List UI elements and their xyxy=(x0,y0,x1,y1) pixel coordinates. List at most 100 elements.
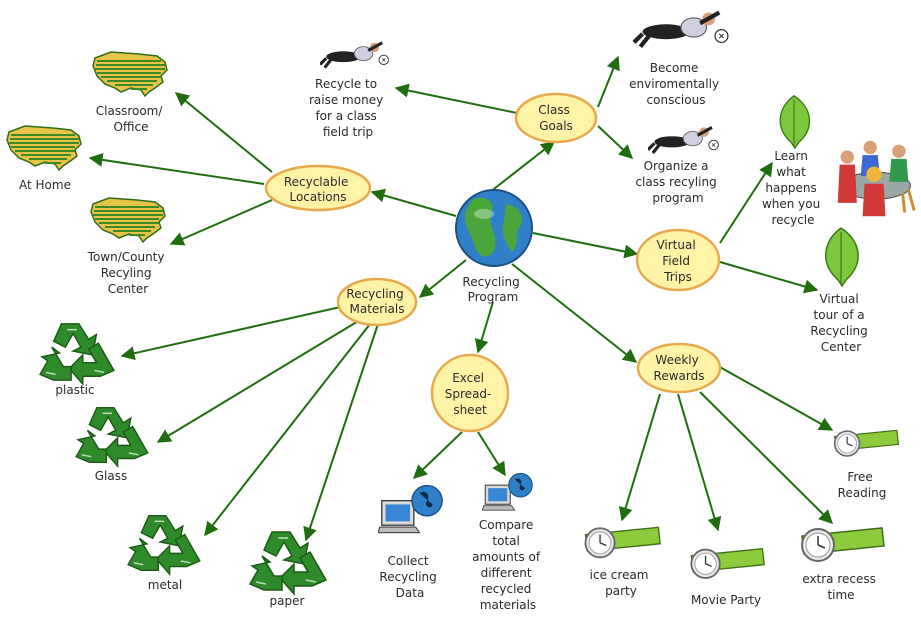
edge-trips-to-tour xyxy=(719,261,819,294)
oval-line: Materials xyxy=(349,302,404,316)
oval-line: Recycling xyxy=(346,287,403,301)
label-line: Recycling xyxy=(810,324,867,338)
svg-text:Excel Spread-: Excel Spread- sheet xyxy=(445,371,495,417)
label-line: Free xyxy=(847,470,872,484)
edge-class-goals-to-become-conscious xyxy=(597,55,620,108)
label-line: field trip xyxy=(323,125,373,139)
computer-globe-icon xyxy=(378,484,443,534)
label-line: materials xyxy=(480,598,536,612)
oval-line: Locations xyxy=(289,190,346,204)
label-line: paper xyxy=(270,594,305,608)
label-raise-money: Recycle to raise money for a class field… xyxy=(309,77,387,139)
edge-materials-to-plastic xyxy=(120,305,346,361)
goalkeeper-icon xyxy=(320,41,390,70)
recycle-icon xyxy=(249,531,327,595)
oval-line: sheet xyxy=(453,403,487,417)
edge-rewards-to-free-reading xyxy=(717,365,834,431)
oval-recycling-materials: Recycling Materials xyxy=(336,277,418,327)
svg-text:Weekly Rewards: Weekly Rewards xyxy=(654,353,705,383)
usa-map-icon xyxy=(5,124,83,172)
label-line: recycle xyxy=(771,213,814,227)
oval-recyclable-locations: Recyclable Locations xyxy=(264,164,372,212)
computer-globe-icon xyxy=(481,472,533,511)
wristwatch-icon xyxy=(833,429,900,458)
svg-text:Recyclable Locations: Recyclable Locations xyxy=(284,175,352,204)
oval-excel-spreadsheet: Excel Spread- sheet xyxy=(430,353,510,433)
label-line: Become xyxy=(650,61,699,75)
edge-locations-to-home xyxy=(88,152,265,185)
edges xyxy=(88,55,834,542)
label-line: tour of a xyxy=(814,308,865,322)
svg-text:Virtual Field: Virtual Field Trips xyxy=(656,238,699,284)
label-become-conscious: Become enviromentally conscious xyxy=(629,61,723,107)
oval-line: Virtual xyxy=(656,238,695,252)
edge-class-goals-to-raise-money xyxy=(394,83,518,114)
edge-center-to-virtual-trips xyxy=(532,232,639,259)
label-line: recycled xyxy=(481,582,532,596)
label-line: ice cream xyxy=(590,568,649,582)
leaf-icon xyxy=(779,95,811,149)
svg-text:Class Goals: Class Goals xyxy=(538,103,573,133)
edge-materials-to-glass xyxy=(156,319,361,443)
svg-text:Recycling Materials: Recycling Materials xyxy=(346,287,407,316)
oval-line: Rewards xyxy=(654,369,705,383)
label-line: Glass xyxy=(95,469,128,483)
label-virtual-tour: Virtual tour of a Recycling Center xyxy=(810,292,871,354)
label-line: when you xyxy=(762,197,820,211)
oval-weekly-rewards: Weekly Rewards xyxy=(636,342,722,394)
label-line: Classroom/ xyxy=(96,104,164,118)
edge-materials-to-paper xyxy=(303,323,379,542)
usa-map-icon xyxy=(91,50,169,98)
label-line: for a class xyxy=(315,109,376,123)
label-line: raise money xyxy=(309,93,383,107)
label-organize-program: Organize a class recyling program xyxy=(635,159,720,205)
label-at-home: At Home xyxy=(19,178,71,192)
label-line: Recyling xyxy=(101,266,152,280)
edge-locations-to-town xyxy=(169,199,273,246)
edge-center-to-materials xyxy=(418,259,467,298)
center-label: Recycling Program xyxy=(462,275,523,304)
label-glass: Glass xyxy=(95,469,128,483)
label-metal: metal xyxy=(148,578,182,592)
label-line: Center xyxy=(108,282,148,296)
edge-rewards-to-movie xyxy=(677,393,722,532)
center-line: Recycling xyxy=(462,275,519,289)
label-line: what xyxy=(776,165,806,179)
label-line: happens xyxy=(765,181,816,195)
label-line: Learn xyxy=(774,149,808,163)
edge-center-to-recyclable-locations xyxy=(370,188,457,217)
label-town-county: Town/County Recyling Center xyxy=(87,250,169,296)
center-node: Recycling Program xyxy=(455,189,533,304)
label-line: program xyxy=(652,191,703,205)
label-line: Virtual xyxy=(819,292,858,306)
label-line: Recycling xyxy=(379,570,436,584)
wristwatch-icon xyxy=(690,547,766,580)
label-line: Data xyxy=(396,586,425,600)
goalkeeper-icon xyxy=(648,125,720,155)
label-line: time xyxy=(827,588,854,602)
center-line: Program xyxy=(468,290,519,304)
label-plastic: plastic xyxy=(55,383,94,397)
wristwatch-icon xyxy=(800,526,886,563)
oval-line: Goals xyxy=(539,119,573,133)
oval-line: Recyclable xyxy=(284,175,349,189)
label-compare-totals: Compare total amounts of different recyc… xyxy=(472,518,544,612)
edge-locations-to-classroom xyxy=(174,92,273,173)
oval-line: Trips xyxy=(663,270,692,284)
oval-line: Class xyxy=(538,103,570,117)
oval-line: Weekly xyxy=(655,353,698,367)
label-line: Reading xyxy=(838,486,887,500)
label-line: Town/County xyxy=(87,250,165,264)
edge-trips-to-learn xyxy=(719,161,773,244)
label-line: Office xyxy=(113,120,148,134)
oval-class-goals: Class Goals xyxy=(514,92,598,144)
edge-excel-to-compare xyxy=(477,431,506,477)
edge-excel-to-collect xyxy=(412,431,463,479)
oval-line: Excel xyxy=(452,371,484,385)
label-line: Organize a xyxy=(644,159,709,173)
oval-nodes: Class Goals Recyclable Locations Virtual… xyxy=(264,92,722,433)
label-line: party xyxy=(605,584,637,598)
label-ice-cream: ice cream party xyxy=(590,568,653,598)
recycle-icon xyxy=(75,406,149,467)
